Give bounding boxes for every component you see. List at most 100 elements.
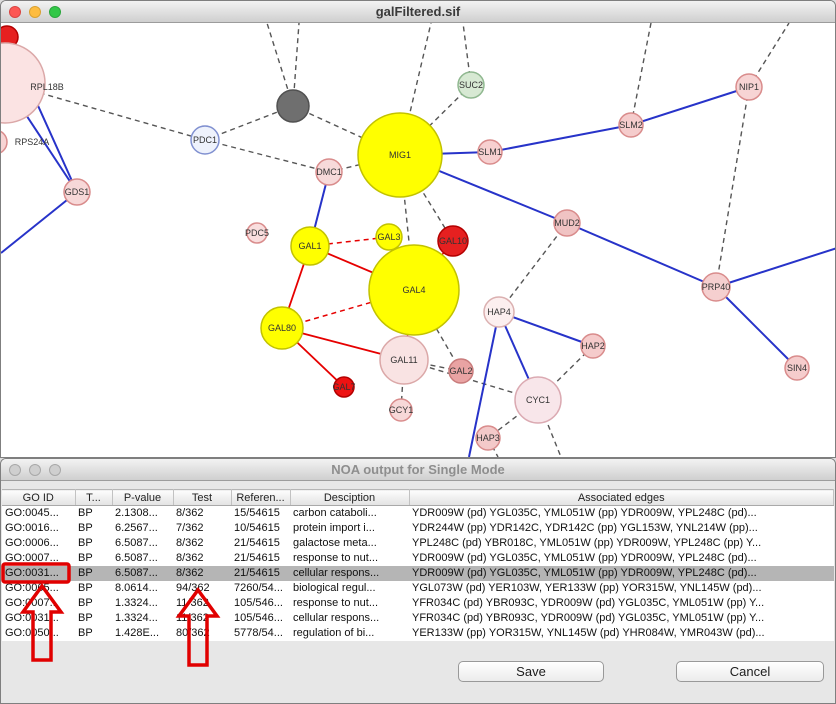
minimize-button[interactable] [29, 6, 41, 18]
node-label-SUC2: SUC2 [459, 80, 483, 90]
cell-test: 8/362 [173, 551, 231, 566]
node-MIG1[interactable] [357, 112, 443, 198]
column-header-desciption[interactable]: Desciption [290, 489, 410, 506]
cell-edges: YGL073W (pd) YER103W, YER133W (pp) YOR31… [409, 581, 834, 596]
cell-description: biological regul... [290, 581, 409, 596]
node-GAL4[interactable] [368, 244, 460, 336]
node-SIN4[interactable] [784, 355, 810, 381]
node-SUC2[interactable] [457, 71, 485, 99]
node-label-PDC1: PDC1 [193, 135, 217, 145]
node-label-GAL80: GAL80 [268, 323, 296, 333]
cell-p_value: 6.5087... [112, 551, 173, 566]
edge-gds1-p_left1 [1, 191, 78, 254]
close-button[interactable] [9, 6, 21, 18]
node-GAL80[interactable] [260, 306, 304, 350]
node-label-PRP40: PRP40 [702, 282, 731, 292]
node-label-GAL7: GAL7 [332, 382, 355, 392]
node-PRP40[interactable] [701, 272, 731, 302]
node-SLM1[interactable] [477, 139, 503, 165]
cell-go_id: GO:0045... [2, 505, 75, 521]
node-RPS24A[interactable] [1, 130, 8, 154]
node-GAL2[interactable] [448, 358, 474, 384]
zoom-button-inactive[interactable] [49, 464, 61, 476]
node-CYC1[interactable] [514, 376, 562, 424]
cell-type: BP [75, 626, 112, 641]
column-header-p-value[interactable]: P-value [112, 489, 174, 506]
cell-p_value: 6.5087... [112, 566, 173, 581]
node-GCY1[interactable] [389, 398, 413, 422]
node-label-GAL3: GAL3 [377, 232, 400, 242]
column-header-referen[interactable]: Referen... [231, 489, 291, 506]
cell-p_value: 8.0614... [112, 581, 173, 596]
cell-type: BP [75, 536, 112, 551]
edge-pdc1-gray_node [204, 105, 294, 141]
cell-description: protein import i... [290, 521, 409, 536]
node-label-HAP3: HAP3 [476, 433, 500, 443]
node-PDC1[interactable] [190, 125, 220, 155]
cell-go_id: GO:0007... [2, 596, 75, 611]
edge-slm2-nip1 [630, 86, 750, 126]
cell-reference: 21/54615 [231, 566, 290, 581]
node-SLM2[interactable] [618, 112, 644, 138]
cell-go_id: GO:0031... [2, 611, 75, 626]
noa-window-titlebar[interactable]: NOA output for Single Mode [1, 459, 835, 481]
node-GAL7[interactable] [333, 376, 355, 398]
close-button-inactive[interactable] [9, 464, 21, 476]
column-header-go-id[interactable]: GO ID [2, 489, 76, 506]
node-HAP4[interactable] [483, 296, 515, 328]
node-label-GAL10: GAL10 [439, 236, 467, 246]
edge-gray_node-p_top1 [266, 23, 294, 107]
node-label-HAP4: HAP4 [487, 307, 511, 317]
node-GAL10[interactable] [437, 225, 469, 257]
node-HAP3[interactable] [475, 425, 501, 451]
column-header-test[interactable]: Test [173, 489, 232, 506]
column-header-associated-edges[interactable]: Associated edges [409, 489, 834, 506]
cell-p_value: 1.3324... [112, 611, 173, 626]
cell-edges: YDR009W (pd) YGL035C, YML051W (pp) YDR00… [409, 566, 834, 581]
node-HAP2[interactable] [580, 333, 606, 359]
cell-reference: 105/546... [231, 611, 290, 626]
node-MUD2[interactable] [553, 209, 581, 237]
node-PDC5[interactable] [246, 222, 268, 244]
column-header-t[interactable]: T... [75, 489, 113, 506]
edge-gray_node-mig1 [292, 105, 401, 156]
save-button[interactable]: Save [458, 661, 604, 682]
edge-hap2-hap4 [498, 311, 594, 347]
node-label-SLM1: SLM1 [478, 147, 502, 157]
cell-go_id: GO:0050... [2, 626, 75, 641]
cell-go_id: GO:0007... [2, 551, 75, 566]
cell-p_value: 2.1308... [112, 505, 173, 521]
node-label-SLM2: SLM2 [619, 120, 643, 130]
node-GDS1[interactable] [63, 178, 91, 206]
node-GAL1[interactable] [290, 226, 330, 266]
zoom-button[interactable] [49, 6, 61, 18]
node-GAL11[interactable] [379, 335, 429, 385]
node-label-MUD2: MUD2 [554, 218, 580, 228]
edge-mig1-gal10 [399, 154, 454, 242]
node-RPL18B[interactable] [1, 42, 46, 124]
node-label-GAL1: GAL1 [298, 241, 321, 251]
cancel-button[interactable]: Cancel [676, 661, 824, 682]
minimize-button-inactive[interactable] [29, 464, 41, 476]
node-GAL3[interactable] [375, 223, 403, 251]
edge-prp40-sin4 [715, 286, 798, 369]
node-NIP1[interactable] [735, 73, 763, 101]
cell-description: galactose meta... [290, 536, 409, 551]
node-DMC1[interactable] [315, 158, 343, 186]
node-gray_node[interactable] [276, 89, 310, 123]
network-window-titlebar[interactable]: galFiltered.sif [1, 1, 835, 23]
